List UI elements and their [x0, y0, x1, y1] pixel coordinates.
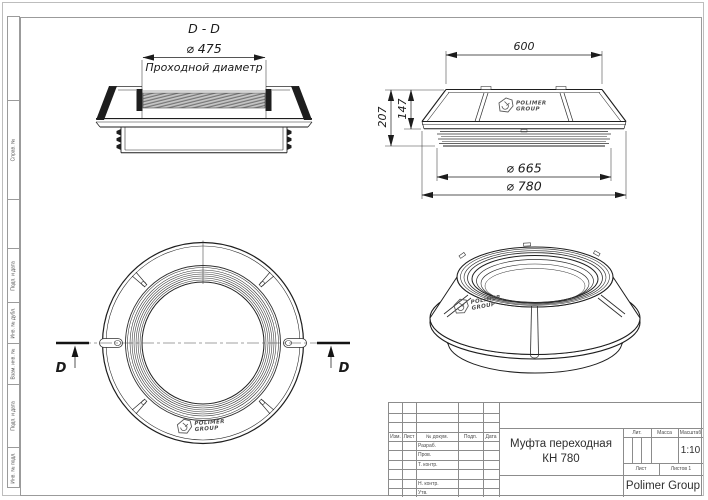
drawing-title: Муфта переходная КН 780 [499, 428, 623, 475]
row-tkontr: Т. контр. [418, 461, 438, 468]
col-list: Лист [403, 433, 415, 440]
stamp-box-inv-podl: Инв. № подл. [7, 447, 20, 488]
company-name: Polimer Group [625, 480, 701, 492]
dim-flange-diameter: ⌀ 780 [506, 179, 541, 194]
cut-label-left: D [56, 361, 67, 376]
sheets-label: Листов 1 [670, 466, 692, 472]
sheet-label: Лист [635, 466, 647, 472]
title-line-2: КН 780 [542, 452, 580, 465]
view-top: D D [56, 240, 350, 445]
cut-label-right: D [339, 361, 350, 376]
section-seal-bar [142, 92, 266, 109]
drawing-frame [20, 17, 702, 496]
dim-top-width: 600 [514, 40, 535, 53]
section-wall-left [96, 86, 117, 120]
view-side: 600 207 147 [376, 40, 627, 199]
title-block: Изм. Лист № докум. Подп. Дата Разраб. Пр… [388, 402, 703, 497]
row-blank [416, 469, 460, 479]
mass-label: Масса [657, 429, 672, 436]
view-isometric [429, 242, 641, 374]
view-section-dd: D - D ⌀ 475 Проходной диаметр [95, 21, 313, 154]
col-data: Дата [485, 433, 497, 440]
lit-label: Лит. [632, 429, 642, 436]
dim-bellows-diameter: ⌀ 665 [506, 161, 541, 176]
passage-note: Проходной диаметр [145, 61, 262, 74]
dim-cone-height: 147 [396, 99, 409, 120]
left-stamp-column: Справ. № Подп. и дата Инв. № дубл. Взам.… [7, 16, 20, 488]
row-nkontr: Н. контр. [418, 480, 439, 487]
section-label: D - D [188, 21, 220, 36]
col-podp: Подп. [463, 433, 478, 440]
row-razrab: Разраб. [418, 442, 437, 449]
title-line-1: Муфта переходная [510, 437, 612, 450]
scale-value: 1:10 [680, 444, 701, 456]
section-wall-right [291, 86, 312, 120]
dim-passage-diameter: ⌀ 475 [186, 41, 221, 56]
col-doc: № докум. [426, 433, 448, 440]
scale-label: Масштаб [679, 429, 702, 436]
row-utv: Утв. [418, 489, 428, 496]
dim-total-height: 207 [376, 107, 389, 128]
row-prov: Пров. [418, 452, 432, 458]
col-izm: Изм. [390, 433, 401, 440]
